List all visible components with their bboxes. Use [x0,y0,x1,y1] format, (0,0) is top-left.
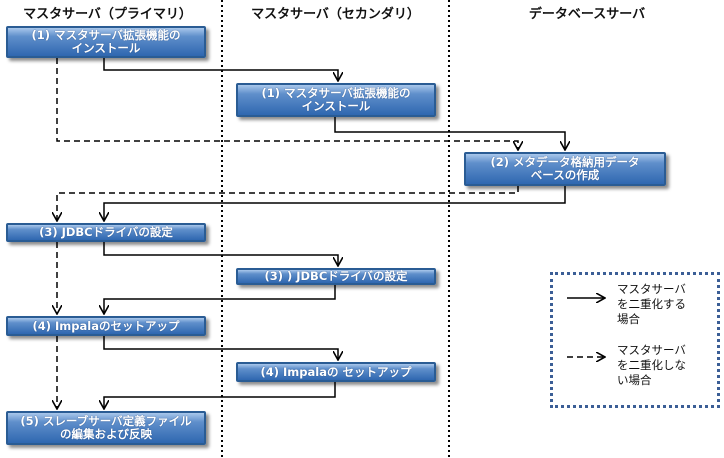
dashed-arrow-1 [56,58,518,149]
column-header-primary: マスタサーバ（プライマリ） [23,7,192,22]
step-slave-definition-edit: (5) スレーブサーバ定義ファイル の編集および反映 [6,411,206,445]
solid-arrow-7 [104,382,336,408]
column-header-secondary: マスタサーバ（セカンダリ） [251,7,420,22]
legend-solid-label: マスタサーバ を二重化する 場合 [617,282,686,326]
step-jdbc-secondary: (3) ) JDBCドライバの設定 [236,268,436,285]
step-jdbc-primary: (3) JDBCドライバの設定 [6,223,206,242]
dashed-arrow-2 [57,186,519,220]
solid-arrow-3 [104,186,566,220]
step-install-primary: (1) マスタサーバ拡張機能の インストール [6,26,206,58]
column-header-database: データベースサーバ [528,7,646,22]
solid-arrow-5 [104,285,336,313]
solid-arrow-1 [103,58,338,80]
step-create-database: (2) メタデータ格納用データ ベースの作成 [464,152,666,186]
step-impala-primary: (4) Impalaのセットアップ [6,316,206,336]
solid-arrow-2 [334,117,565,149]
solid-arrow-4 [103,242,338,265]
solid-arrow-6 [103,336,338,359]
legend-dashed-label: マスタサーバ を二重化しな い場合 [617,343,686,387]
step-impala-secondary: (4) Impalaの セットアップ [236,362,436,382]
step-install-secondary: (1) マスタサーバ拡張機能の インストール [236,83,436,117]
legend [550,272,720,408]
